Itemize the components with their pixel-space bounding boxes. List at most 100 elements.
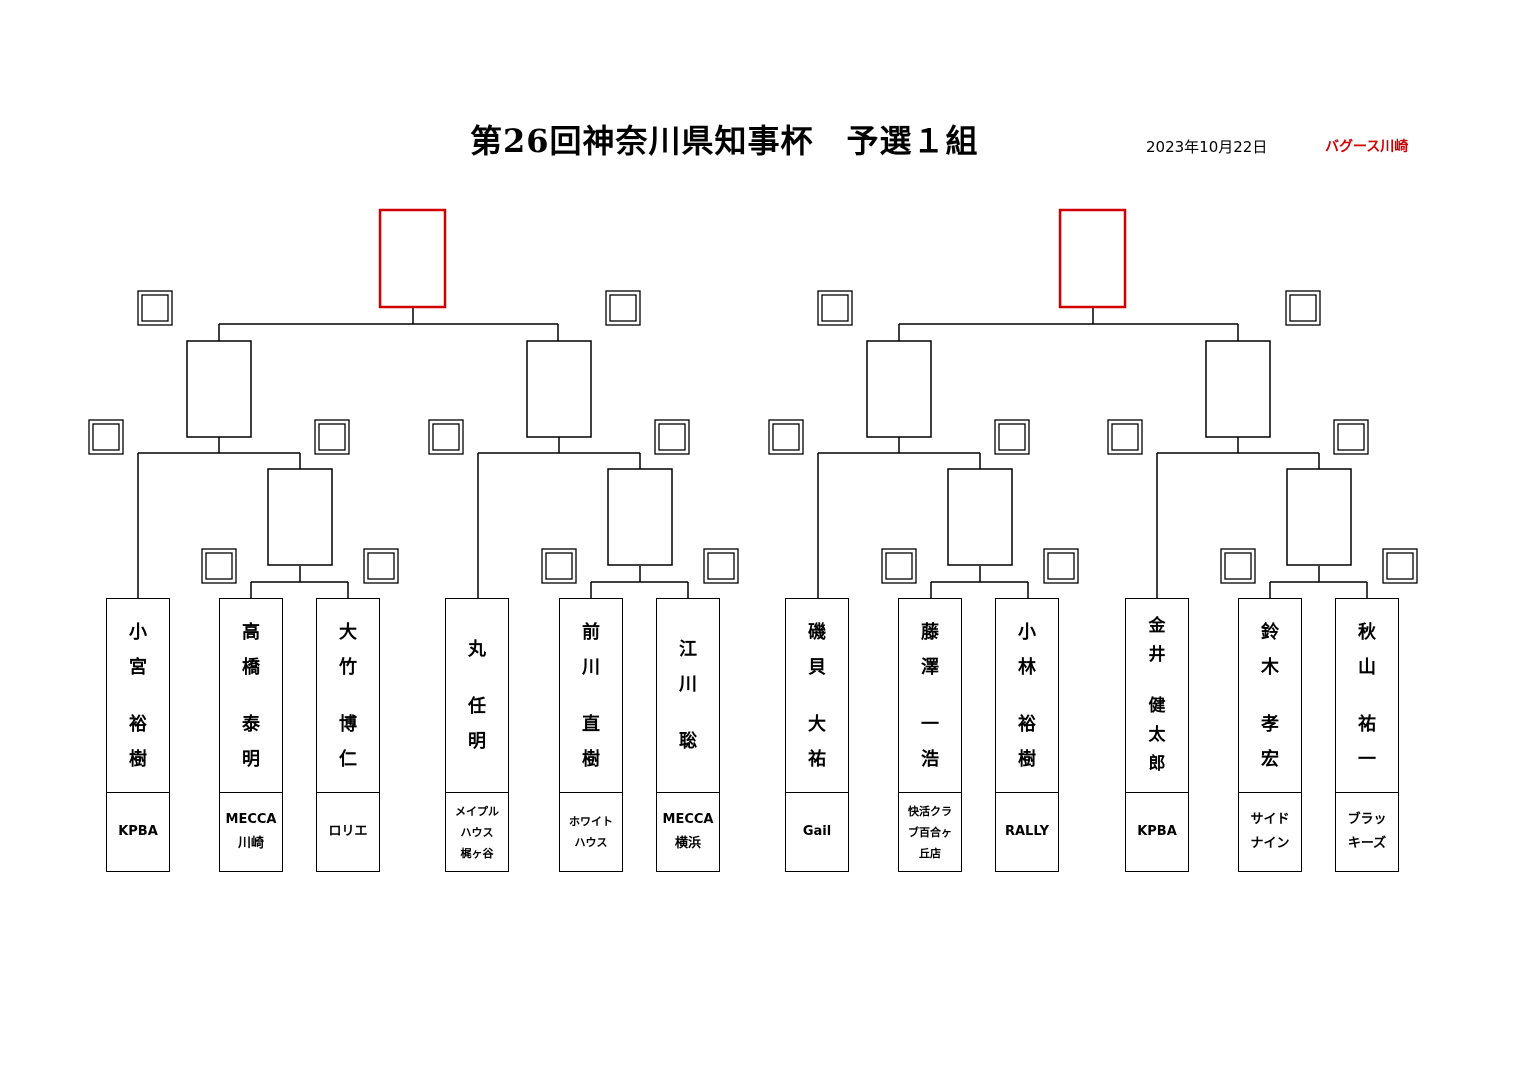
- score-box-inner: [1386, 552, 1414, 580]
- player-card-8: 藤澤一浩 快活クラ ブ百合ヶ 丘店: [898, 598, 962, 872]
- player-club: RALLY: [1004, 824, 1050, 839]
- name-char: 小: [129, 621, 147, 643]
- score-box: [881, 548, 917, 584]
- score-box-inner: [92, 423, 120, 451]
- player-card-4: 丸任明 メイプル ハウス 梶ヶ谷: [445, 598, 509, 872]
- event-date: 2023年10月22日: [1146, 138, 1268, 156]
- player-club: メイプル ハウス 梶ヶ谷: [455, 804, 499, 860]
- player-club: ホワイト ハウス: [569, 815, 613, 849]
- name-char: 川: [582, 656, 600, 678]
- player-name: 大竹博仁: [317, 599, 379, 793]
- name-char: 大: [339, 621, 357, 643]
- name-char: 藤: [921, 621, 939, 643]
- name-char: 明: [242, 748, 260, 770]
- player-card-11: 鈴木孝宏 サイド ナイン: [1238, 598, 1302, 872]
- score-box-inner: [318, 423, 346, 451]
- score-box: [605, 290, 641, 326]
- player-name: 高橋泰明: [220, 599, 282, 793]
- score-box: [703, 548, 739, 584]
- score-box: [994, 419, 1030, 455]
- name-char: 一: [1358, 748, 1376, 770]
- player-club: サイド ナイン: [1250, 812, 1290, 851]
- player-club: MECCA 横浜: [662, 812, 714, 851]
- page-title: 第26回神奈川県知事杯 予選１組: [470, 122, 979, 160]
- player-club: ロリエ: [328, 824, 368, 839]
- player-club: ブラッ キーズ: [1347, 812, 1387, 851]
- player-card-9: 小林裕樹 RALLY: [995, 598, 1059, 872]
- name-char: 樹: [129, 748, 147, 770]
- player-club: KPBA: [1137, 824, 1177, 839]
- score-box-inner: [658, 423, 686, 451]
- semi-result-box: [607, 468, 673, 566]
- name-char: 宮: [129, 656, 147, 678]
- player-card-2: 高橋泰明 MECCA 川崎: [219, 598, 283, 872]
- name-char: 大: [808, 713, 826, 735]
- score-box-inner: [205, 552, 233, 580]
- name-char: 孝: [1261, 713, 1279, 735]
- name-char: 樹: [1018, 748, 1036, 770]
- score-box: [1043, 548, 1079, 584]
- name-char: 橋: [242, 656, 260, 678]
- round-result-box: [866, 340, 932, 438]
- score-box: [201, 548, 237, 584]
- name-char: 浩: [921, 748, 939, 770]
- score-box: [1107, 419, 1143, 455]
- player-club: MECCA 川崎: [225, 812, 277, 851]
- player-name: 藤澤一浩: [899, 599, 961, 793]
- score-box: [88, 419, 124, 455]
- name-char: 直: [582, 713, 600, 735]
- score-box-inner: [707, 552, 735, 580]
- player-name: 磯貝大祐: [786, 599, 848, 793]
- name-char: 仁: [339, 748, 357, 770]
- name-char: 前: [582, 621, 600, 643]
- name-char: 樹: [582, 748, 600, 770]
- player-name: 江川聡: [657, 599, 719, 793]
- round-result-box: [1205, 340, 1271, 438]
- name-char: 健: [1148, 696, 1166, 716]
- name-char: 太: [1148, 725, 1166, 745]
- name-char: 木: [1261, 656, 1279, 678]
- score-box: [654, 419, 690, 455]
- score-box: [428, 419, 464, 455]
- score-box-inner: [1111, 423, 1139, 451]
- name-char: 裕: [129, 713, 147, 735]
- score-box-inner: [141, 294, 169, 322]
- player-card-5: 前川直樹 ホワイト ハウス: [559, 598, 623, 872]
- name-char: 裕: [1018, 713, 1036, 735]
- score-box-inner: [1047, 552, 1075, 580]
- score-box-inner: [367, 552, 395, 580]
- name-char: 竹: [339, 656, 357, 678]
- score-box-inner: [885, 552, 913, 580]
- score-box: [1382, 548, 1418, 584]
- score-box: [817, 290, 853, 326]
- player-club: Gail: [802, 824, 832, 839]
- final-winner-box: [1058, 208, 1127, 309]
- player-card-7: 磯貝大祐 Gail: [785, 598, 849, 872]
- score-box: [1285, 290, 1321, 326]
- name-char: 井: [1148, 645, 1166, 665]
- player-name: 丸任明: [446, 599, 508, 793]
- score-box: [541, 548, 577, 584]
- name-char: 澤: [921, 656, 939, 678]
- player-club: 快活クラ ブ百合ヶ 丘店: [908, 804, 952, 860]
- player-card-10: 金井健太郎 KPBA: [1125, 598, 1189, 872]
- name-char: 川: [679, 674, 697, 695]
- score-box-inner: [1224, 552, 1252, 580]
- name-char: 磯: [808, 621, 826, 643]
- score-box: [314, 419, 350, 455]
- name-char: 泰: [242, 713, 260, 735]
- name-char: 金: [1148, 616, 1166, 636]
- player-name: 金井健太郎: [1126, 599, 1188, 793]
- player-card-3: 大竹博仁 ロリエ: [316, 598, 380, 872]
- score-box: [137, 290, 173, 326]
- semi-result-box: [267, 468, 333, 566]
- score-box: [363, 548, 399, 584]
- player-name: 小宮裕樹: [107, 599, 169, 793]
- name-char: 林: [1018, 656, 1036, 678]
- name-char: 任: [468, 696, 486, 717]
- name-char: 小: [1018, 621, 1036, 643]
- name-char: 高: [242, 621, 260, 643]
- score-box-inner: [821, 294, 849, 322]
- score-box-inner: [609, 294, 637, 322]
